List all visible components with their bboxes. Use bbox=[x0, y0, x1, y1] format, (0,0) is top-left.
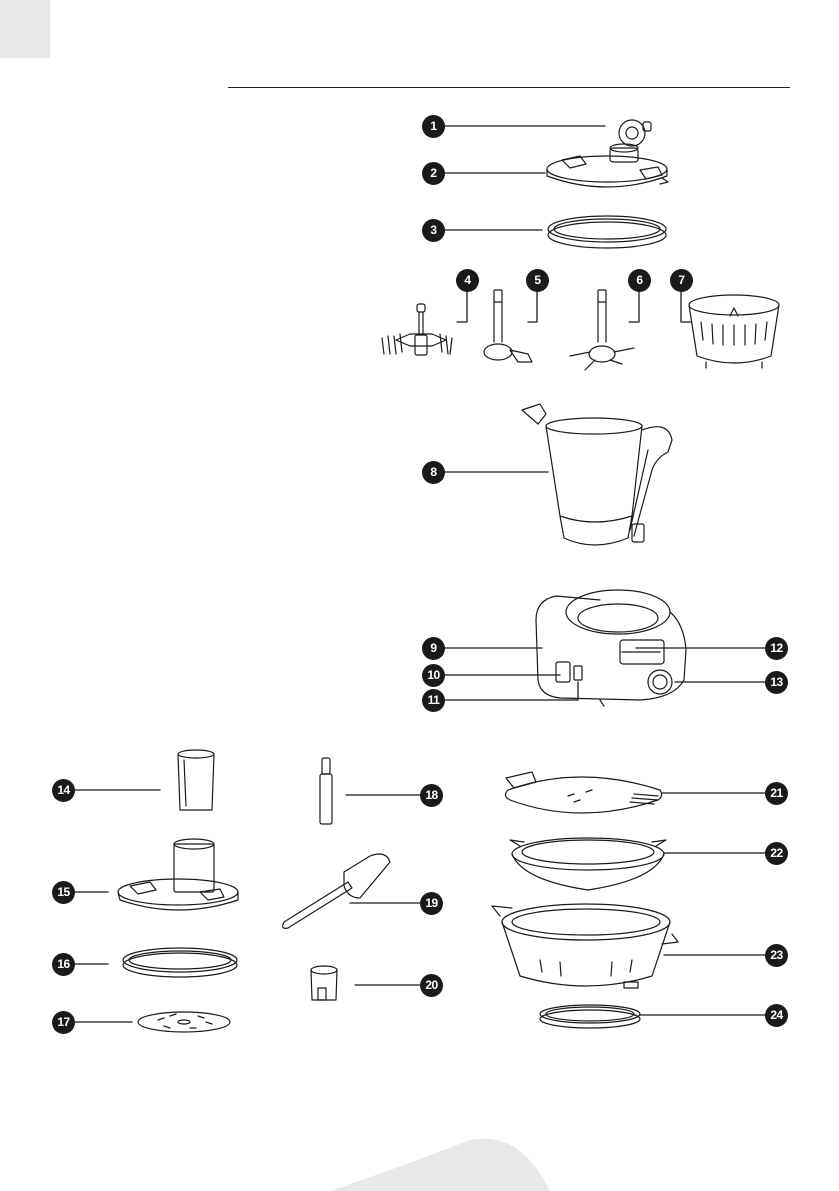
callout-20: 20 bbox=[420, 974, 443, 997]
coupler-drawing bbox=[311, 966, 337, 1000]
steamer-basket-drawing bbox=[492, 904, 678, 988]
callout-3: 3 bbox=[422, 219, 445, 242]
callout-23: 23 bbox=[765, 944, 788, 967]
callout-18: 18 bbox=[420, 784, 443, 807]
chopping-blade-drawing bbox=[570, 290, 634, 370]
pusher-drawing bbox=[178, 750, 214, 810]
callout-16: 16 bbox=[52, 953, 75, 976]
leader-lines bbox=[75, 126, 765, 1022]
callout-9: 9 bbox=[422, 637, 445, 660]
callout-21: 21 bbox=[765, 782, 788, 805]
lid-seal-drawing bbox=[548, 216, 666, 248]
slicer-lid-seal-drawing bbox=[123, 948, 237, 977]
spatula-drawing bbox=[283, 854, 390, 928]
callout-17: 17 bbox=[52, 1011, 75, 1034]
decorative-grey-shape bbox=[330, 1139, 550, 1191]
callout-13: 13 bbox=[765, 671, 788, 694]
callout-15: 15 bbox=[52, 881, 75, 904]
callout-1: 1 bbox=[422, 115, 445, 138]
steamer-seal-drawing bbox=[540, 1005, 640, 1028]
callout-7: 7 bbox=[670, 269, 693, 292]
steamer-lid-drawing bbox=[505, 772, 661, 813]
base-unit-drawing bbox=[536, 590, 686, 706]
measuring-cap-drawing bbox=[619, 120, 651, 146]
kneading-blade-drawing bbox=[484, 290, 532, 362]
steam-basket-drawing bbox=[689, 295, 779, 368]
callout-22: 22 bbox=[765, 842, 788, 865]
disc-shaft-drawing bbox=[320, 758, 332, 824]
lid-drawing bbox=[547, 144, 668, 187]
callout-8: 8 bbox=[422, 461, 445, 484]
slicing-disc-drawing bbox=[138, 1012, 230, 1032]
callout-14: 14 bbox=[52, 779, 75, 802]
callout-2: 2 bbox=[422, 162, 445, 185]
bowl-drawing bbox=[522, 404, 672, 545]
callout-11: 11 bbox=[422, 689, 445, 712]
callout-19: 19 bbox=[420, 892, 443, 915]
callout-10: 10 bbox=[422, 664, 445, 687]
steamer-tray-drawing bbox=[510, 838, 666, 890]
callout-4: 4 bbox=[456, 269, 479, 292]
callout-12: 12 bbox=[765, 637, 788, 660]
whisk-drawing bbox=[382, 304, 452, 355]
slicer-lid-drawing bbox=[118, 839, 238, 910]
callout-24: 24 bbox=[765, 1004, 788, 1027]
callout-5: 5 bbox=[526, 269, 549, 292]
callout-6: 6 bbox=[628, 269, 651, 292]
